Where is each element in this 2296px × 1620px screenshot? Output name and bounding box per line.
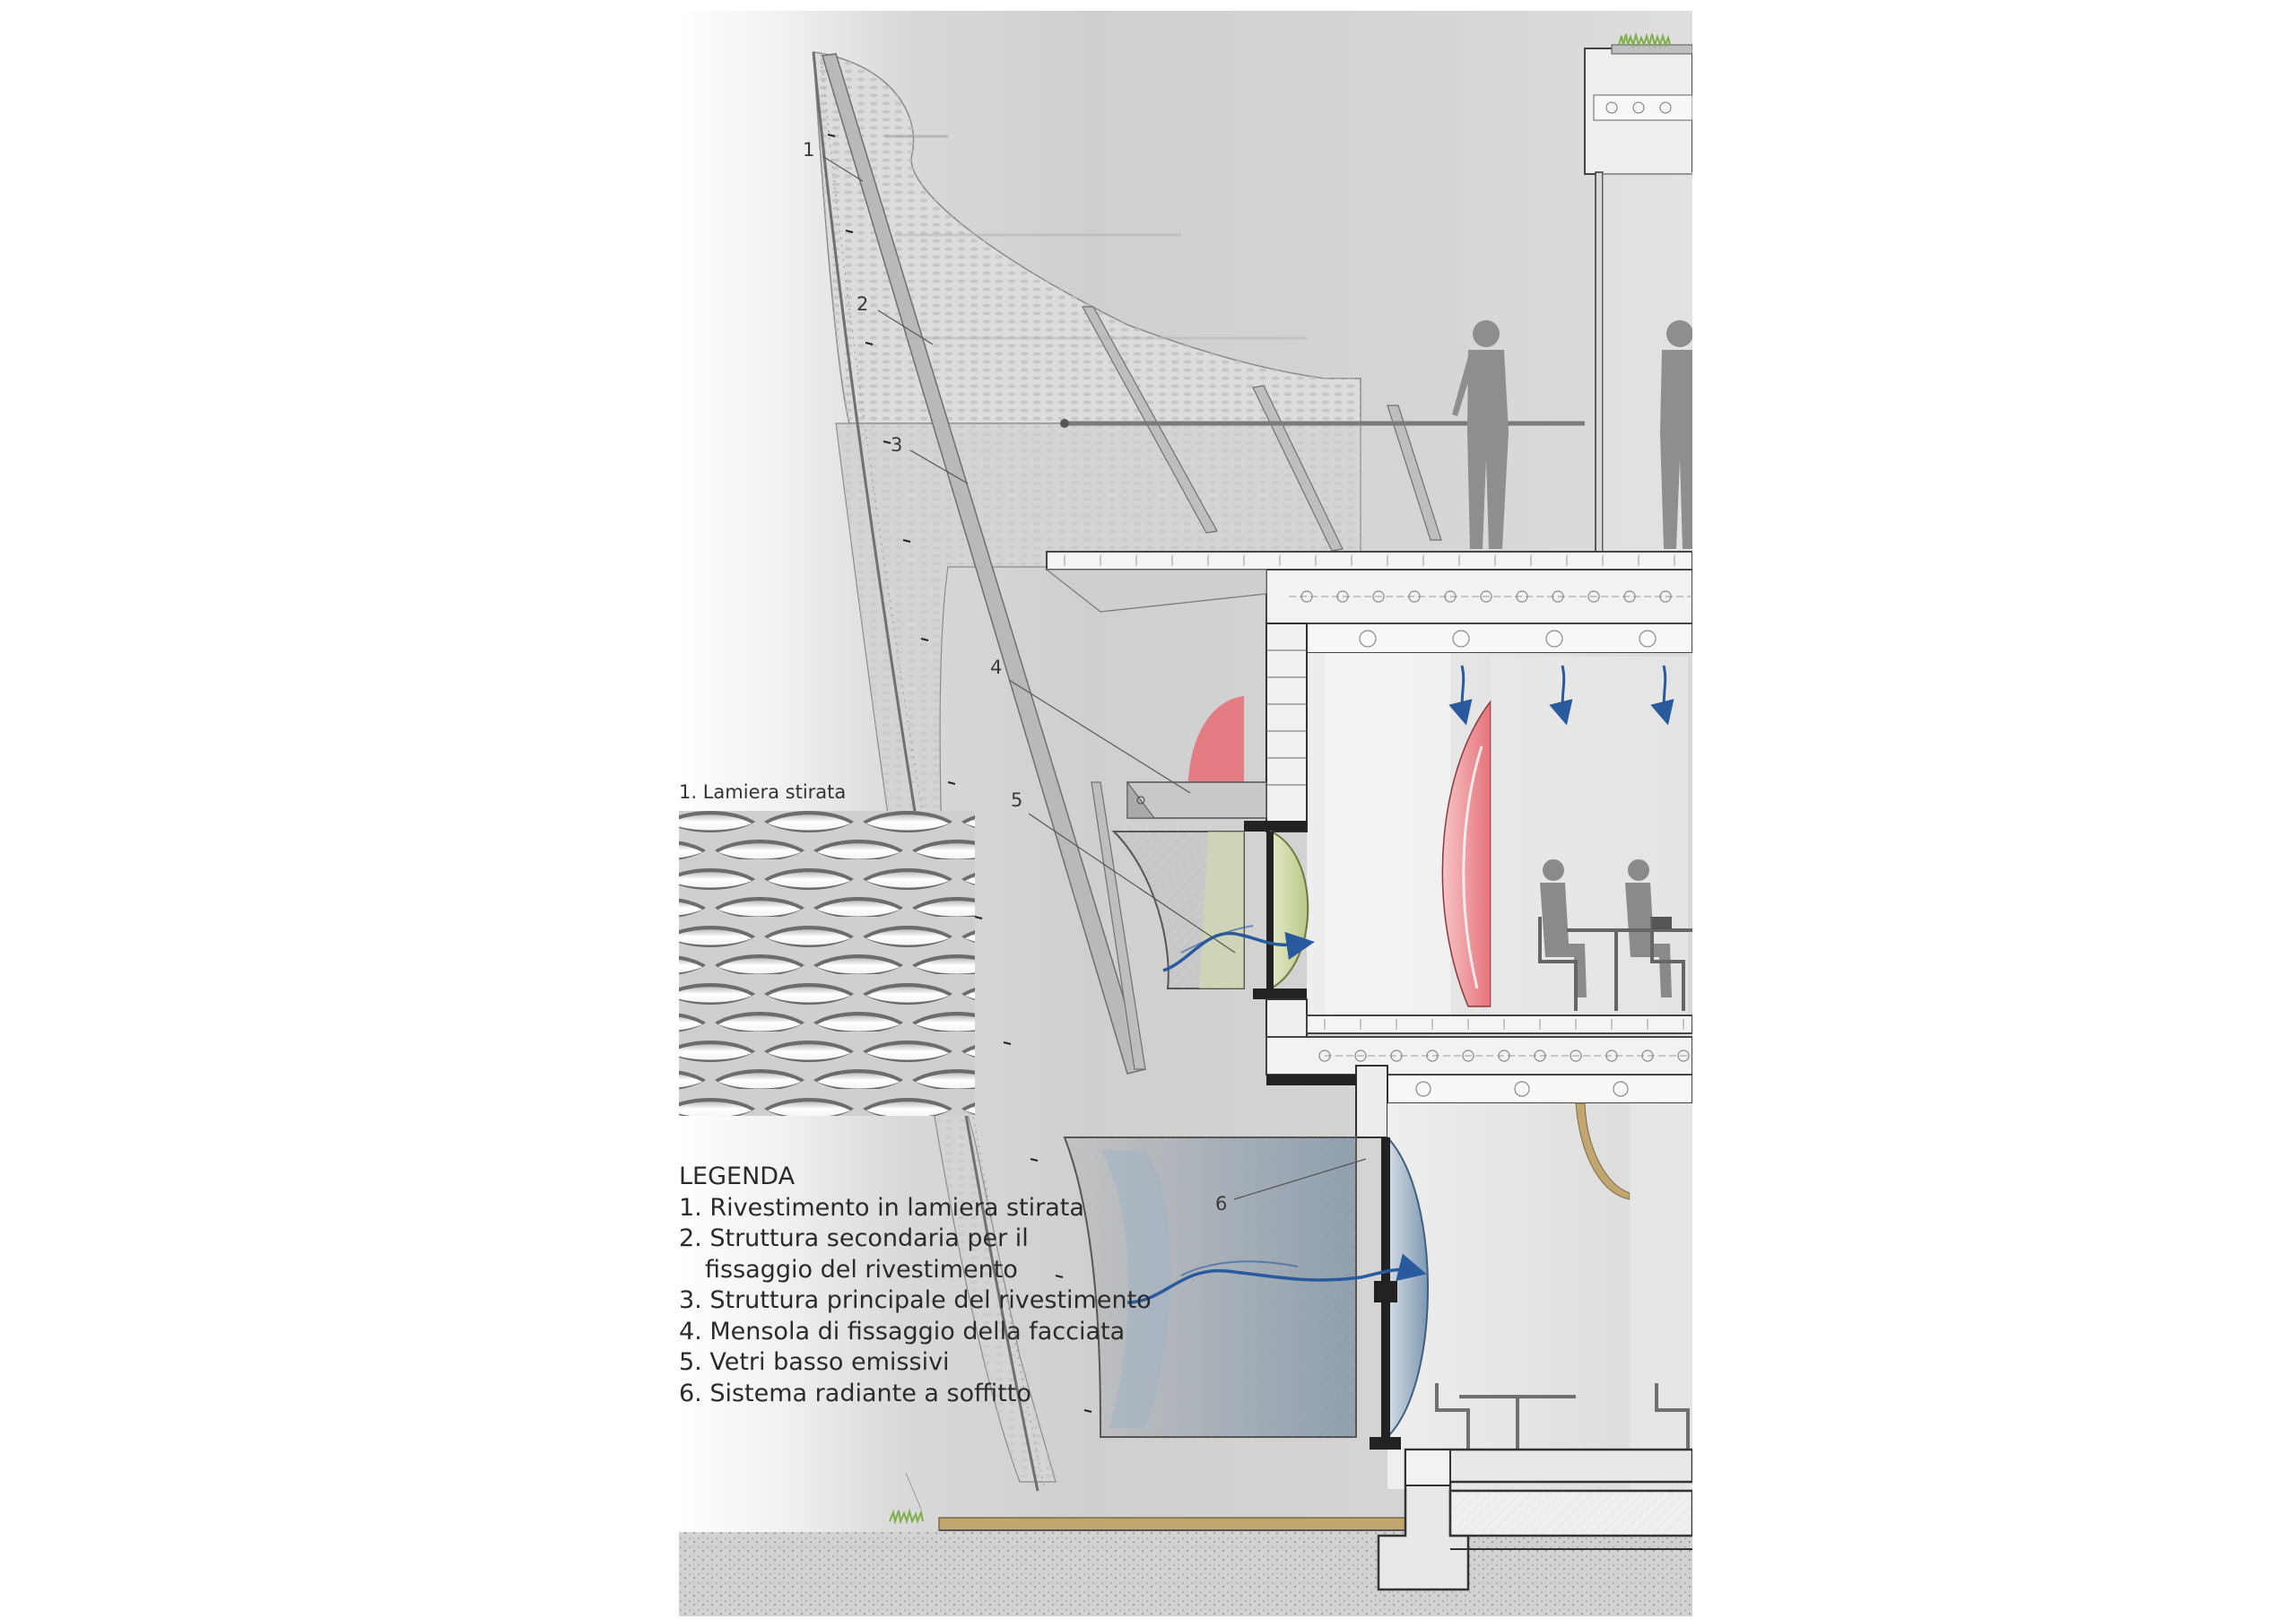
legend-item-1: 1. Rivestimento in lamiera stirata [679, 1193, 1084, 1222]
upper-floor-slab [1045, 551, 1692, 654]
legend-item-3: 3. Struttura principale del rivestimento [679, 1286, 1152, 1314]
person-silhouette-1 [1452, 320, 1509, 549]
callout-6: 6 [1215, 1193, 1228, 1215]
legend-item-2: 2. Struttura secondaria per il [679, 1224, 1029, 1252]
foundation [1377, 1448, 1692, 1591]
low-e-glass-upper [1270, 830, 1309, 990]
upper-window-pocket [1111, 831, 1245, 989]
table-and-chairs [1538, 917, 1692, 1011]
red-panel-interior [1441, 699, 1492, 1007]
callout-1: 1 [803, 139, 815, 161]
facade-bracket [1126, 780, 1267, 819]
person-silhouette-2 [1660, 320, 1692, 549]
cladding-clips [827, 134, 1092, 1413]
cladding-outer-edge [812, 51, 1039, 1492]
legend-title: LEGENDA [679, 1163, 796, 1190]
expanded-metal-pattern [679, 811, 975, 1116]
legend-item-2-continued: fissaggio del rivestimento [705, 1255, 1018, 1284]
legend-item-6: 6. Sistema radiante a soffitto [679, 1379, 1031, 1407]
upper-facade-wall [1244, 623, 1308, 832]
callout-5: 5 [1011, 789, 1023, 811]
section-drawing-panel: 1 2 3 4 5 6 1. Lamiera stirata [679, 11, 1692, 1616]
expanded-metal-detail [679, 811, 975, 1116]
legend-item-4: 4. Mensola di fissaggio della facciata [679, 1317, 1126, 1346]
ceiling-airflow-arrows [1448, 665, 1674, 726]
mesh-detail-title: 1. Lamiera stirata [679, 781, 847, 803]
paving-slab [938, 1517, 1424, 1531]
airflow-arrow-upper [1162, 931, 1315, 972]
airflow-arrow-lower [1126, 1253, 1427, 1304]
lower-window-pocket [1063, 1137, 1357, 1438]
legend: LEGENDA 1. Rivestimento in lamiera stira… [679, 1162, 1152, 1409]
legend-item-5: 5. Vetri basso emissivi [679, 1348, 950, 1376]
facade-section-svg [679, 31, 1692, 1616]
callout-2: 2 [857, 293, 869, 315]
secondary-structure [1081, 306, 1442, 1070]
callout-leader-lines [822, 155, 1367, 1200]
callout-3: 3 [891, 434, 903, 456]
ground-gravel [679, 1532, 1692, 1616]
grass-tuft [889, 1508, 924, 1525]
low-e-glass-lower [1387, 1135, 1429, 1440]
callout-4: 4 [990, 657, 1003, 678]
